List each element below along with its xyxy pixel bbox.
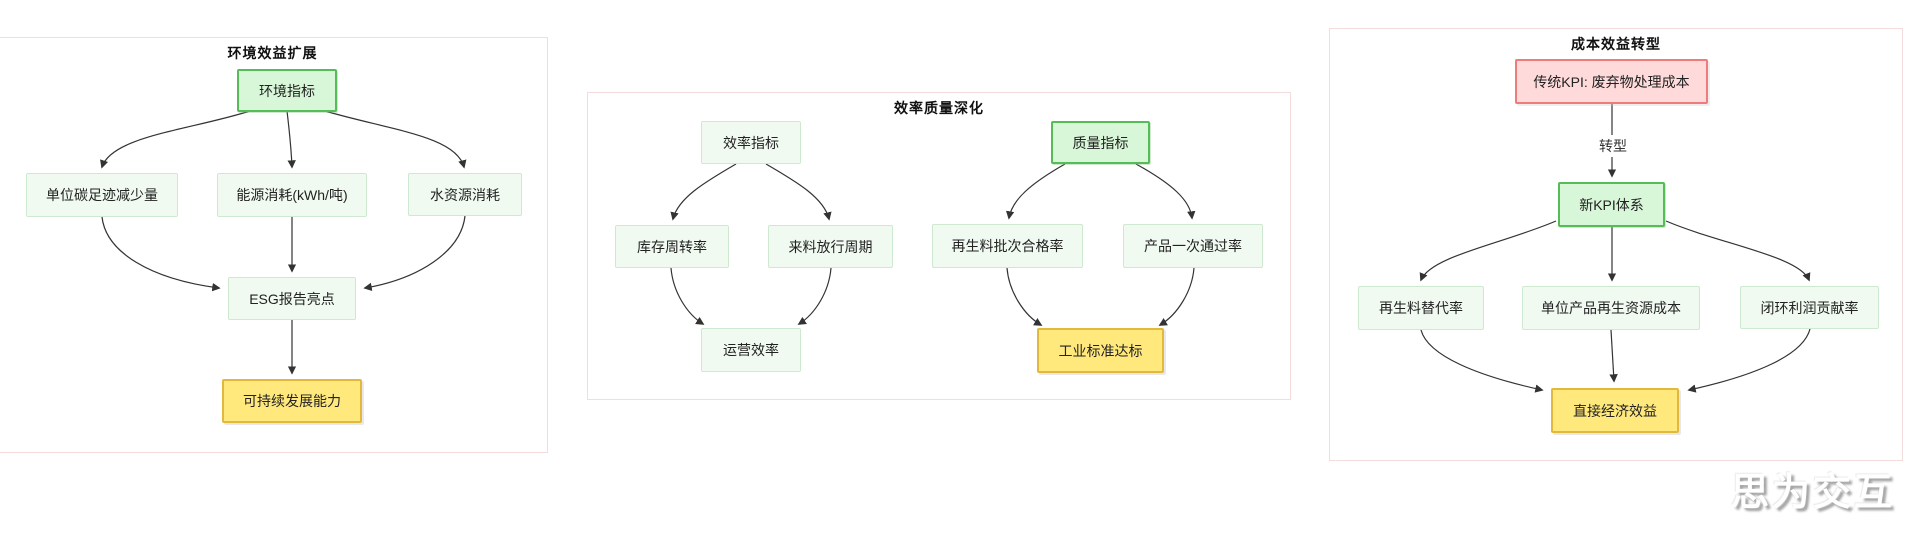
node-cost-unit-recycled-cost: 单位产品再生资源成本: [1522, 286, 1700, 330]
node-env-esg: ESG报告亮点: [228, 277, 356, 320]
node-env-root: 环境指标: [237, 69, 337, 112]
node-cost-traditional-kpi: 传统KPI: 废弃物处理成本: [1515, 59, 1708, 104]
node-eff-quality: 质量指标: [1051, 121, 1150, 164]
node-eff-incoming-release: 来料放行周期: [768, 225, 893, 268]
node-eff-recycled-batch-pass: 再生料批次合格率: [932, 224, 1083, 268]
node-env-sustainability: 可持续发展能力: [222, 379, 362, 423]
edge-label-transform: 转型: [1596, 135, 1630, 157]
node-cost-new-kpi: 新KPI体系: [1558, 182, 1665, 227]
node-env-water: 水资源消耗: [408, 173, 522, 216]
node-eff-industry-standard: 工业标准达标: [1037, 328, 1164, 373]
node-eff-efficiency: 效率指标: [701, 121, 801, 164]
node-env-energy: 能源消耗(kWh/吨): [217, 173, 367, 217]
node-cost-recycled-substitution: 再生料替代率: [1358, 286, 1484, 330]
panel-efficiency-quality-title: 效率质量深化: [894, 100, 984, 116]
node-eff-inventory-turnover: 库存周转率: [615, 225, 729, 268]
node-cost-closed-loop-profit: 闭环利润贡献率: [1740, 286, 1879, 329]
node-eff-product-first-pass: 产品一次通过率: [1123, 224, 1263, 268]
node-env-carbon: 单位碳足迹减少量: [26, 173, 178, 217]
node-eff-operational-efficiency: 运营效率: [701, 328, 801, 372]
watermark-text: 思为交互: [1730, 472, 1895, 514]
node-cost-direct-economic: 直接经济效益: [1551, 388, 1679, 433]
panel-cost-benefit-title: 成本效益转型: [1571, 36, 1661, 52]
panel-environment-title: 环境效益扩展: [227, 45, 318, 61]
